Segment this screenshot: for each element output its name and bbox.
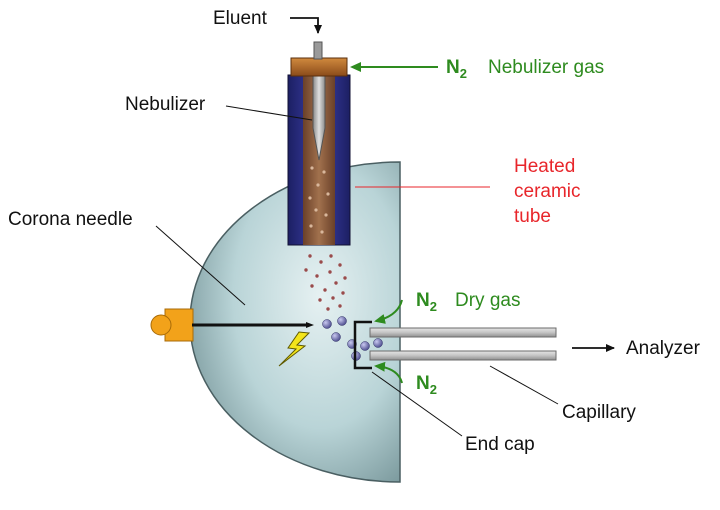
label-heated-line1: Heated [514, 156, 575, 177]
nebulizer-cap [290, 57, 348, 77]
label-n2-dry: N2 [416, 290, 437, 314]
dry-gas-arrow-upper [374, 299, 403, 324]
label-heated-line3: tube [514, 206, 551, 227]
core-droplets [308, 166, 330, 234]
label-eluent: Eluent [213, 8, 268, 29]
corona-needle-holder [150, 308, 194, 342]
end-cap [353, 320, 372, 370]
dry-gas-arrow-lower [374, 361, 403, 384]
capillary-leader [489, 365, 559, 405]
spark-icon [278, 331, 311, 367]
corona-needle-tip [306, 322, 314, 328]
label-corona-needle: Corona needle [8, 209, 133, 230]
label-dry-gas: Dry gas [455, 290, 520, 311]
spray-droplets [304, 254, 347, 311]
eluent-inlet [313, 41, 323, 60]
label-analyzer: Analyzer [626, 338, 701, 359]
nebulizer-leader [225, 105, 313, 121]
end-cap-leader [371, 371, 463, 437]
label-n2-lower: N2 [416, 373, 437, 397]
capillary-lower [369, 350, 557, 361]
label-end-cap: End cap [465, 434, 535, 455]
label-nebulizer-gas: Nebulizer gas [488, 57, 604, 78]
label-nebulizer: Nebulizer [125, 94, 206, 115]
label-n2-nebulizer: N2 [446, 57, 467, 81]
capillary-upper [369, 327, 557, 338]
label-heated-line2: ceramic [514, 181, 581, 202]
corona-needle-leader [155, 225, 246, 306]
label-capillary: Capillary [562, 402, 636, 423]
eluent-arrow [290, 17, 322, 34]
